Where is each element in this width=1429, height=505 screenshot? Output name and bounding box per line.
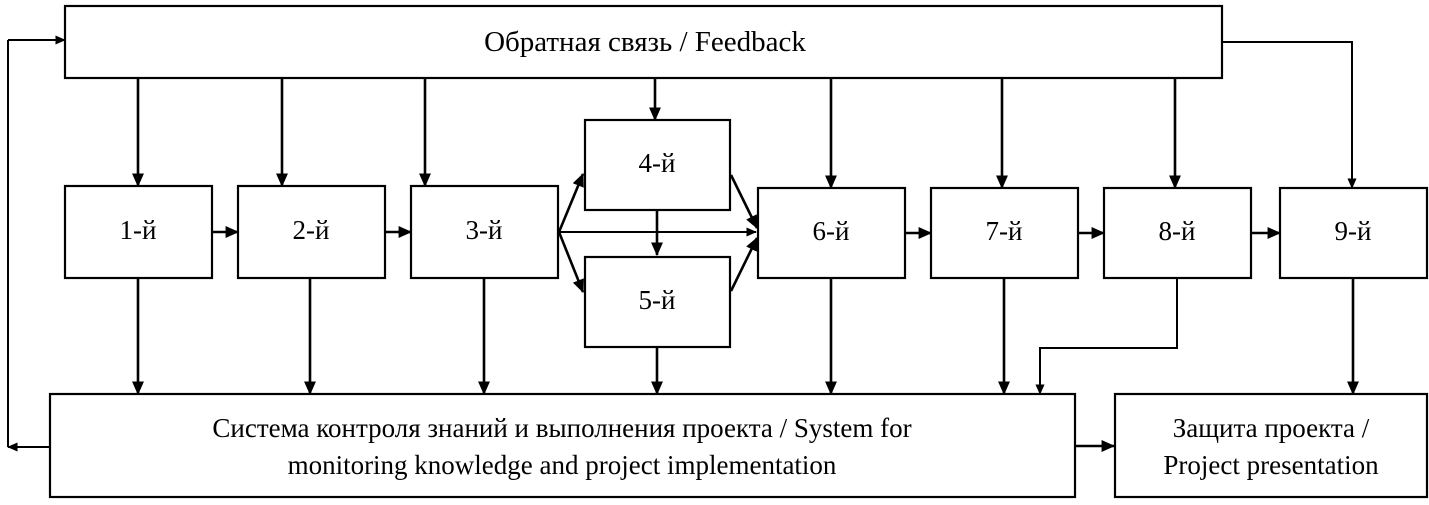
project-defense-box: Защита проекта / Project presentation xyxy=(1113,392,1429,499)
stage-8-label: 8-й xyxy=(1159,216,1196,246)
stage-to-monitoring-arrows xyxy=(132,278,1359,396)
stage-8-rect xyxy=(1102,186,1253,280)
stage-5-box: 5-й xyxy=(583,255,732,349)
stage-7-label: 7-й xyxy=(986,216,1023,246)
stage-7-box: 7-й xyxy=(929,186,1080,280)
stage-8-box: 8-й xyxy=(1102,186,1253,280)
project-defense-line-2: Project presentation xyxy=(1163,450,1379,480)
feedback-to-stage-9-arrow xyxy=(1222,41,1357,189)
stage-4-label: 4-й xyxy=(639,148,676,178)
stage-9-rect xyxy=(1278,186,1429,280)
stage-9-box: 9-й xyxy=(1278,186,1429,280)
stage-3-label: 3-й xyxy=(466,215,503,245)
stage-1-box: 1-й xyxy=(63,184,214,280)
stage-2-label: 2-й xyxy=(293,215,330,245)
stage-3-rect xyxy=(409,184,560,280)
feedback-return-loop xyxy=(7,35,66,452)
stage-1-rect xyxy=(63,184,214,280)
stage-chain-arrows xyxy=(212,226,1282,239)
stage-5-rect xyxy=(583,255,732,349)
monitoring-system-line-2: monitoring knowledge and project impleme… xyxy=(288,450,837,480)
feedback-down-arrows xyxy=(132,41,1357,190)
stage-3-to-5-arrow xyxy=(557,231,585,294)
feedback-label: Обратная связь / Feedback xyxy=(484,26,806,58)
stage-5-label: 5-й xyxy=(639,285,676,315)
stage-3-to-4-arrow xyxy=(557,173,585,233)
stage-2-box: 2-й xyxy=(236,184,387,280)
stage-8-to-monitoring-arrow xyxy=(1035,278,1178,395)
feedback-banner: Обратная связь / Feedback xyxy=(63,4,1224,80)
monitoring-system-rect xyxy=(48,392,1077,499)
stage-9-label: 9-й xyxy=(1335,216,1372,246)
monitoring-system-box: Система контроля знаний и выполнения про… xyxy=(48,392,1077,499)
stage-6-label: 6-й xyxy=(813,216,850,246)
stage-3-box: 3-й xyxy=(409,184,560,280)
stage-5-to-6-arrow xyxy=(729,237,759,292)
monitoring-system-line-1: Система контроля знаний и выполнения про… xyxy=(212,413,911,443)
feedback-box xyxy=(63,4,1224,80)
stage-4-to-6-arrow xyxy=(729,174,759,229)
stage-6-rect xyxy=(756,186,907,280)
stage-1-label: 1-й xyxy=(120,215,157,245)
stage-4-rect xyxy=(583,118,732,212)
project-defense-rect xyxy=(1113,392,1429,499)
stage-6-box: 6-й xyxy=(756,186,907,280)
stage-6-fanin xyxy=(729,174,759,292)
project-defense-line-1: Защита проекта / xyxy=(1173,413,1370,443)
stage-4-box: 4-й xyxy=(583,118,732,212)
